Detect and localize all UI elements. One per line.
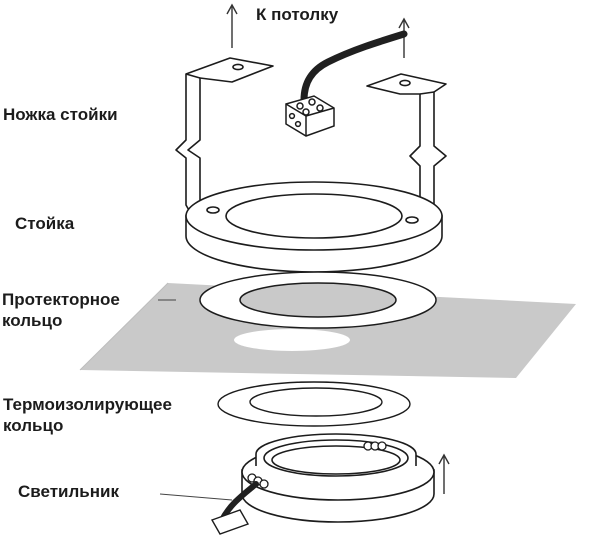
wire xyxy=(300,30,408,104)
connector-block xyxy=(285,95,335,137)
left-leg-hole xyxy=(232,63,244,71)
label-stand: Стойка xyxy=(15,214,75,233)
label-protector-ring: Протекторное кольцо xyxy=(2,289,120,331)
label-protector-line2: кольцо xyxy=(2,311,63,330)
left-leg-edge xyxy=(185,73,201,79)
ceiling-arrows xyxy=(226,3,410,58)
label-thermo-line1: Термоизолирующее xyxy=(3,395,172,414)
label-protector-line1: Протекторное xyxy=(2,290,120,309)
ceiling-arrow-right-head xyxy=(398,17,410,29)
right-leg-hole xyxy=(399,79,411,87)
wire-and-connector xyxy=(285,30,408,137)
label-to-ceiling: К потолку xyxy=(256,5,339,24)
lamp xyxy=(241,433,435,523)
label-thermo-line2: кольцо xyxy=(3,416,64,435)
sheet-cutout xyxy=(234,329,350,351)
stand-ring-hole-right xyxy=(405,216,419,224)
label-lamp: Светильник xyxy=(18,482,119,501)
thermo-ring-inner xyxy=(249,387,383,417)
thermo-ring xyxy=(217,381,411,427)
ceiling-arrow-left-head xyxy=(226,3,238,15)
sheet-edge-left xyxy=(79,282,169,371)
lamp-leader xyxy=(159,493,233,501)
left-leg xyxy=(175,57,274,213)
stand-ring xyxy=(185,181,443,273)
right-leg-edge xyxy=(419,91,435,95)
label-thermo-ring: Термоизолирующее кольцо xyxy=(3,394,172,436)
stand-ring-inner xyxy=(225,193,403,239)
stand-ring-hole-left xyxy=(206,206,220,214)
lamp-clip xyxy=(210,509,250,535)
label-stand-leg: Ножка стойки xyxy=(3,105,118,124)
lamp-opening-inner xyxy=(271,445,401,475)
protector-ring xyxy=(199,271,437,329)
stand-legs xyxy=(175,57,447,217)
protector-ring-inner xyxy=(239,282,397,318)
lamp-up-arrow xyxy=(438,453,450,494)
